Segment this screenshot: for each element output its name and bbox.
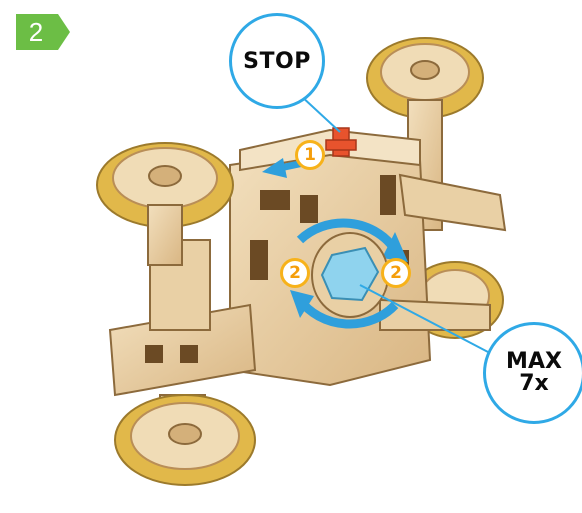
marker-2-left: 2 [280,258,310,288]
marker-1-label: 1 [304,145,316,165]
marker-2-right: 2 [381,258,411,288]
key-knob [312,233,388,317]
marker-1: 1 [295,140,325,170]
max-count-label: 7x [519,373,549,395]
max-turns-callout: MAX 7x [483,322,582,424]
marker-2-right-label: 2 [390,263,402,283]
stop-callout: STOP [229,13,325,109]
wheel-bottom-left [115,395,255,485]
step-number-badge: 2 [16,14,70,50]
marker-2-left-label: 2 [289,263,301,283]
stop-pointer-line [300,95,340,132]
stop-label: STOP [243,49,311,74]
max-label: MAX [506,351,562,373]
wheel-front-left [97,143,233,265]
step-number: 2 [16,14,56,50]
